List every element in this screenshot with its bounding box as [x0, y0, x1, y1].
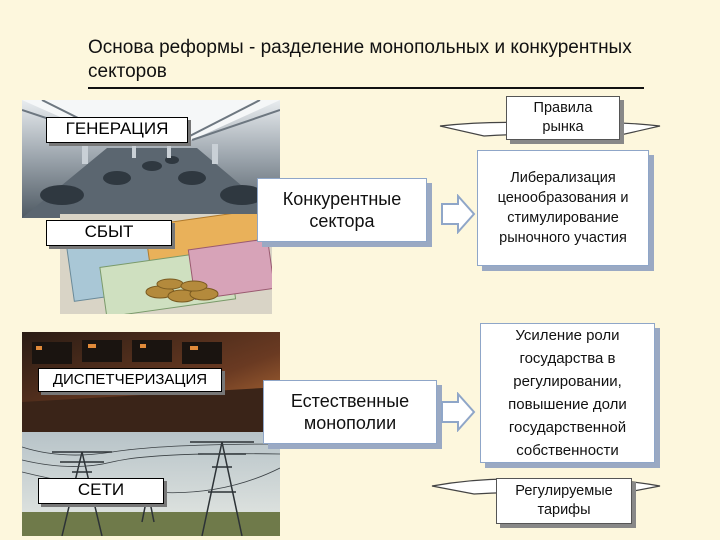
- sales-label: СБЫТ: [46, 220, 172, 246]
- sales-photo: [60, 214, 272, 314]
- competitive-sectors-box: Конкурентные сектора: [257, 178, 427, 242]
- regulated-tariffs-box: Регулируемые тарифы: [496, 478, 632, 524]
- dispatch-label: ДИСПЕТЧЕРИЗАЦИЯ: [38, 368, 222, 392]
- natural-monopolies-text: Естественные монополии: [290, 391, 410, 433]
- arrow-right-icon: [441, 194, 476, 234]
- natural-monopolies-box: Естественные монополии: [263, 380, 437, 444]
- state-role-box: Усиление роли государства в регулировани…: [480, 323, 655, 463]
- liberalization-box: Либерализация ценообразования и стимулир…: [477, 150, 649, 266]
- generation-label: ГЕНЕРАЦИЯ: [46, 117, 188, 143]
- slide-title: Основа реформы - разделение монопольных …: [88, 37, 632, 82]
- market-rules-box: Правила рынка: [506, 96, 620, 140]
- arrow-right-icon: [441, 392, 476, 432]
- liberalization-text: Либерализация ценообразования и стимулир…: [497, 170, 629, 246]
- competitive-sectors-text: Конкурентные сектора: [282, 189, 402, 231]
- market-rules-text: Правила рынка: [533, 100, 593, 135]
- state-role-text: Усиление роли государства в регулировани…: [508, 327, 627, 459]
- grids-label: СЕТИ: [38, 478, 164, 504]
- regulated-tariffs-text: Регулируемые тарифы: [515, 483, 613, 518]
- title-underline: [88, 87, 644, 89]
